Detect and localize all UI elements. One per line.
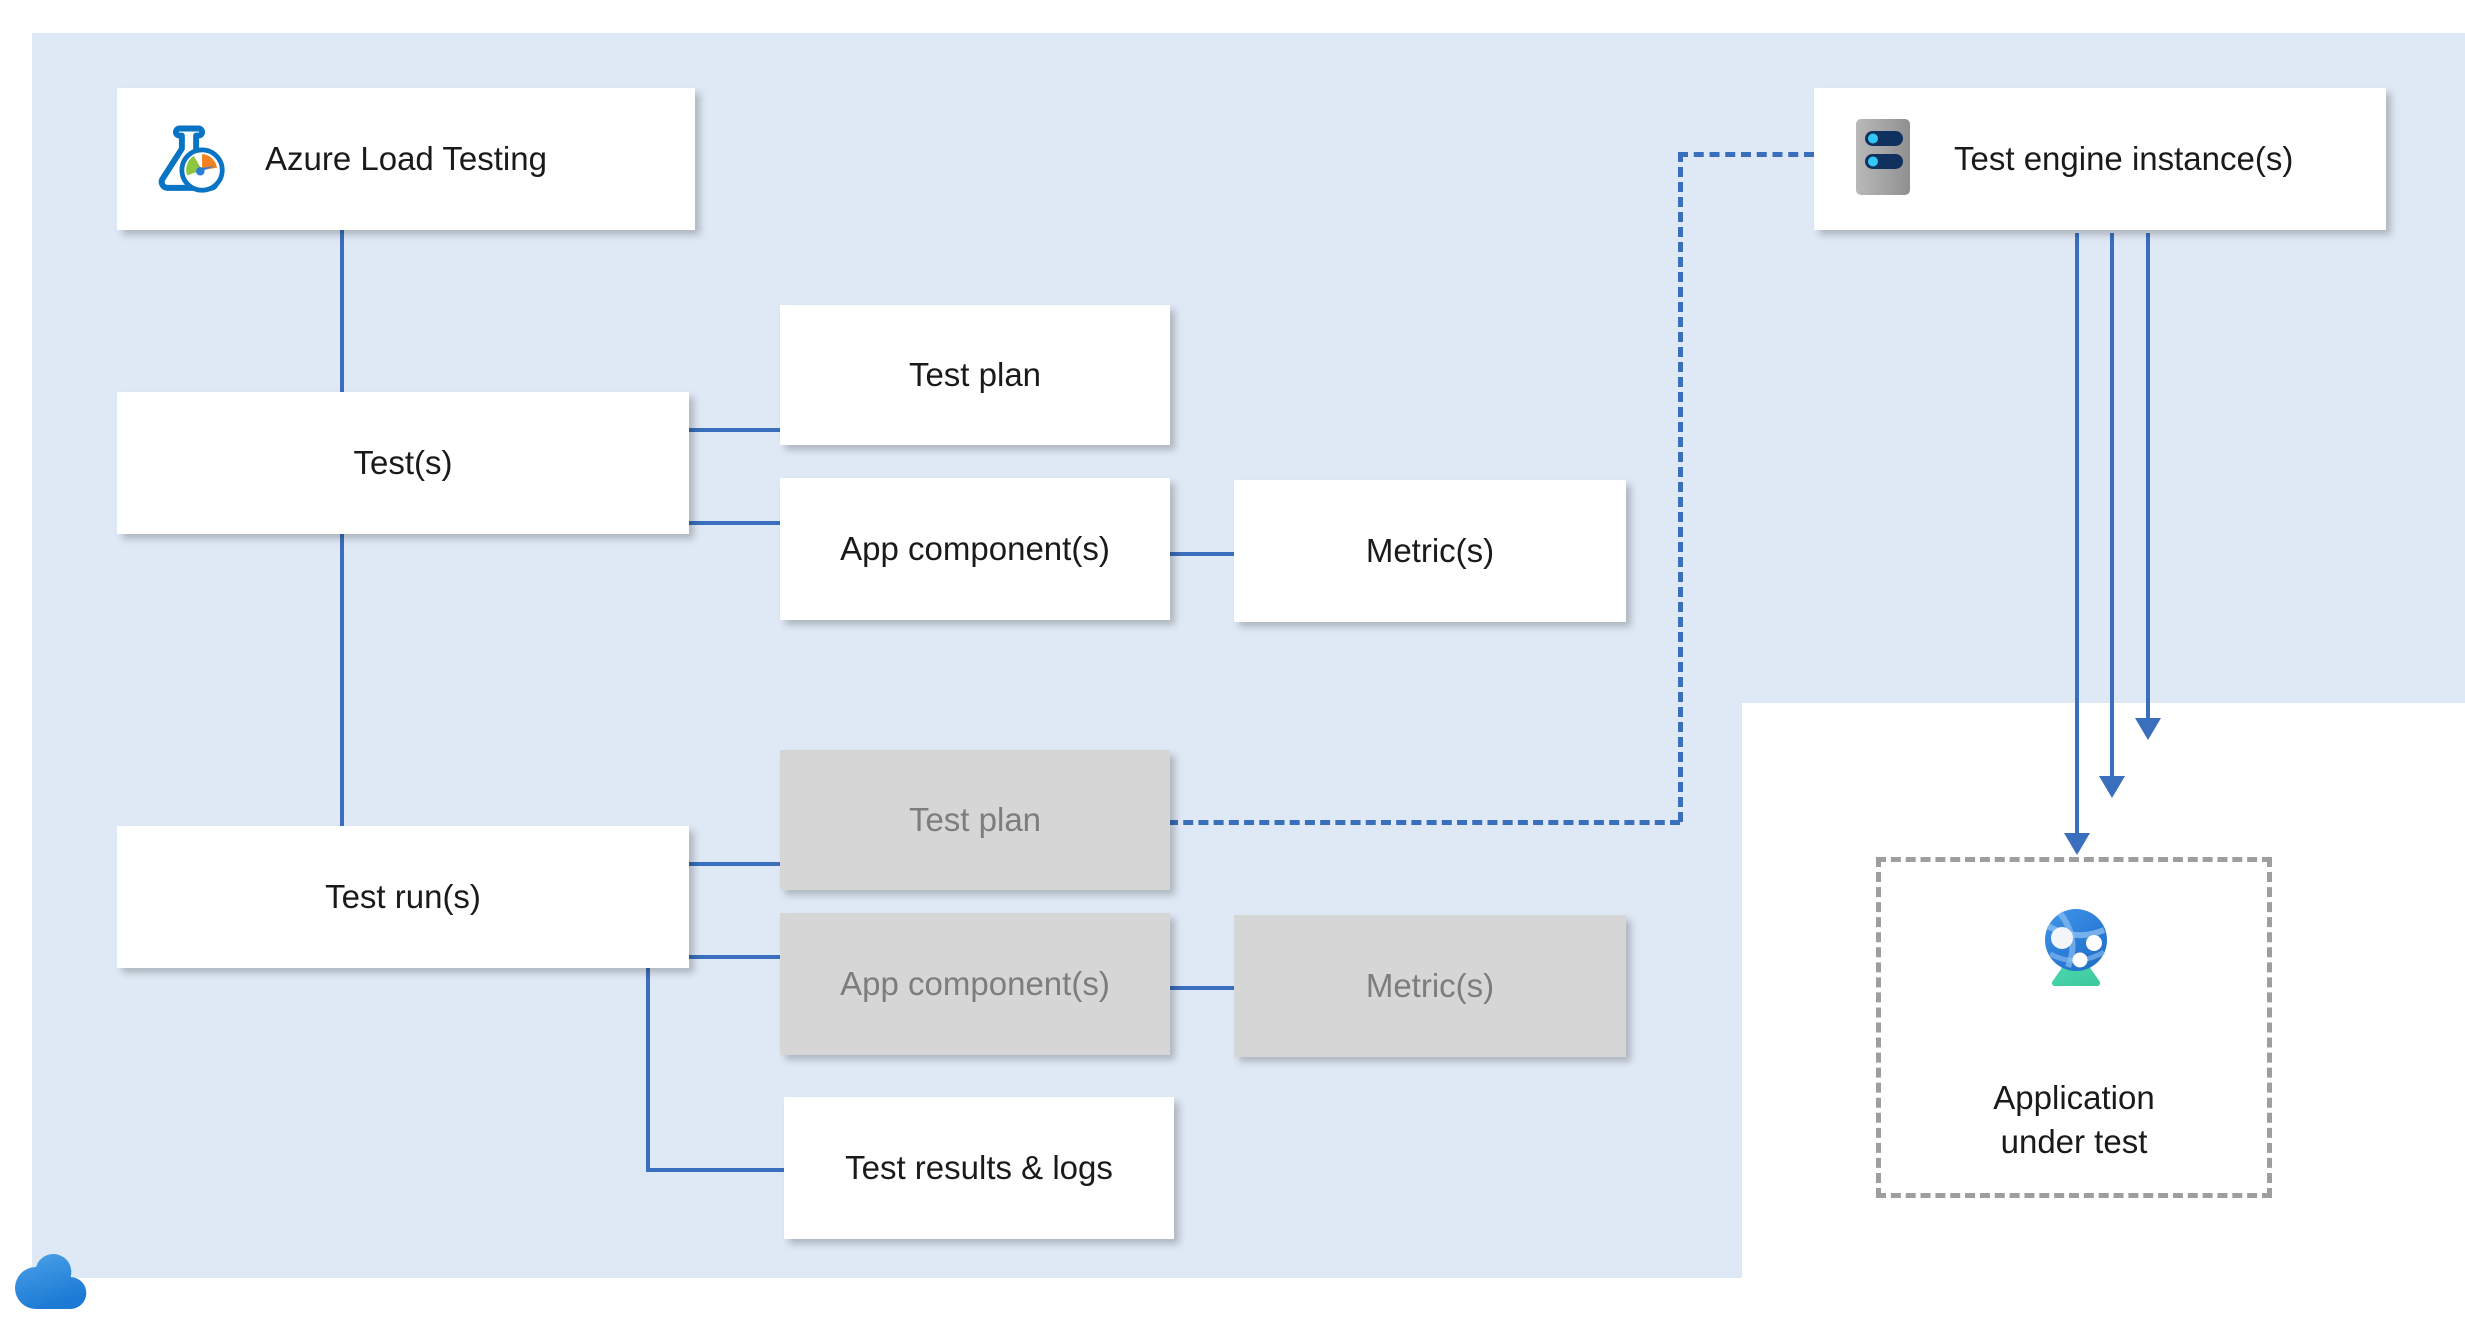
node-azure-load-testing-label: Azure Load Testing bbox=[265, 140, 547, 178]
region-application-under-test-caption: Application under test bbox=[1881, 1076, 2267, 1163]
node-metrics-label: Metric(s) bbox=[1365, 532, 1495, 570]
node-test-results-label: Test results & logs bbox=[845, 1149, 1113, 1187]
server-rack-icon bbox=[1854, 117, 1912, 202]
connector-tests-to-testplan bbox=[688, 428, 780, 432]
node-test-runs[interactable]: Test run(s) bbox=[117, 826, 689, 968]
azure-load-testing-flask-icon bbox=[151, 119, 227, 200]
node-app-components-run[interactable]: App component(s) bbox=[780, 913, 1170, 1055]
connector-testruns-to-testresults bbox=[646, 1168, 784, 1172]
region-application-under-test: Application under test bbox=[1876, 857, 2272, 1198]
node-test-plan[interactable]: Test plan bbox=[780, 305, 1170, 445]
connector-appcomponents-to-metrics bbox=[1168, 552, 1234, 556]
azure-cloud-icon bbox=[14, 1253, 92, 1311]
connector-testengine-arrow-1 bbox=[2075, 233, 2079, 835]
connector-riser-to-testengines bbox=[1678, 152, 1814, 157]
node-metrics-run[interactable]: Metric(s) bbox=[1234, 915, 1626, 1057]
node-test-engines-label: Test engine instance(s) bbox=[1954, 140, 2294, 178]
node-tests[interactable]: Test(s) bbox=[117, 392, 689, 534]
app-under-test-line1: Application bbox=[1993, 1079, 2155, 1116]
connector-riser-vertical bbox=[1678, 152, 1683, 822]
connector-testruns-to-testplan-run bbox=[688, 862, 780, 866]
node-azure-load-testing[interactable]: Azure Load Testing bbox=[117, 88, 695, 230]
connector-testengine-arrow-2 bbox=[2110, 233, 2114, 778]
globe-network-icon-wrap bbox=[1881, 896, 2267, 995]
node-app-components-label: App component(s) bbox=[840, 530, 1110, 568]
node-app-components[interactable]: App component(s) bbox=[780, 478, 1170, 620]
node-metrics-run-label: Metric(s) bbox=[1365, 967, 1495, 1005]
node-test-engines[interactable]: Test engine instance(s) bbox=[1814, 88, 2386, 230]
globe-network-icon bbox=[2026, 896, 2122, 995]
connector-testengine-arrow-3 bbox=[2146, 233, 2150, 720]
app-under-test-line2: under test bbox=[2000, 1122, 2148, 1160]
node-metrics[interactable]: Metric(s) bbox=[1234, 480, 1626, 622]
connector-service-to-tests bbox=[340, 230, 344, 396]
connector-appcomponents-run-to-metrics-run bbox=[1168, 986, 1234, 990]
node-test-plan-run-label: Test plan bbox=[908, 801, 1042, 839]
connector-testplan-run-to-riser bbox=[1168, 820, 1680, 825]
connector-tests-to-appcomponents bbox=[688, 521, 780, 525]
node-test-runs-label: Test run(s) bbox=[325, 878, 481, 916]
node-test-plan-run[interactable]: Test plan bbox=[780, 750, 1170, 890]
connector-testruns-drop bbox=[646, 966, 650, 1172]
connector-testruns-to-appcomponents-run bbox=[688, 955, 780, 959]
connector-tests-to-testruns bbox=[340, 533, 344, 827]
node-test-plan-label: Test plan bbox=[908, 356, 1042, 394]
node-test-results[interactable]: Test results & logs bbox=[784, 1097, 1174, 1239]
node-tests-label: Test(s) bbox=[353, 444, 453, 482]
node-app-components-run-label: App component(s) bbox=[840, 965, 1110, 1003]
